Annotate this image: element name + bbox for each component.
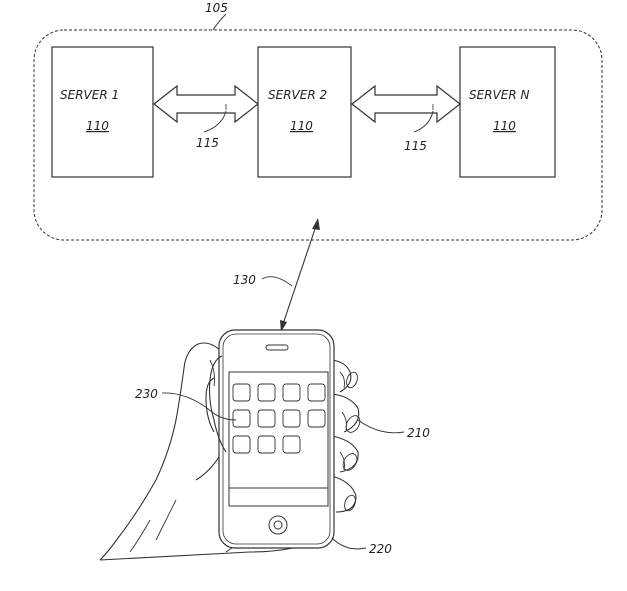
- app-icon: [282, 383, 301, 402]
- app-icon: [232, 435, 251, 454]
- device-earpiece: [265, 344, 289, 351]
- wireless-ref-130: 130: [233, 273, 256, 287]
- hand-illustration: [99, 342, 361, 561]
- link-arrow-1-2: 115: [153, 84, 259, 150]
- app-icon: [232, 383, 251, 402]
- app-icon: [232, 409, 251, 428]
- app-icon: [282, 409, 301, 428]
- app-icon: [257, 435, 276, 454]
- app-icon: [257, 383, 276, 402]
- cluster-ref-105: 105: [205, 1, 228, 15]
- server-2-label: SERVER 2: [268, 88, 327, 102]
- server-1-box: SERVER 1 110: [51, 46, 154, 178]
- device-screen: [228, 371, 329, 507]
- wireless-link-arrow: 130: [233, 218, 320, 332]
- link-ref-115-b: 115: [404, 139, 427, 153]
- server-2-ref: 110: [290, 119, 313, 133]
- icons-ref-230: 230: [135, 387, 158, 401]
- server-n-box: SERVER N 110: [459, 46, 556, 178]
- app-icon-grid: [232, 383, 326, 454]
- app-icon: [257, 409, 276, 428]
- app-icon: [282, 435, 301, 454]
- app-icon: [307, 383, 326, 402]
- server-cluster-boundary: [33, 29, 603, 241]
- server-n-ref: 110: [493, 119, 516, 133]
- link-ref-115-a: 115: [196, 136, 219, 150]
- server-n-label: SERVER N: [469, 88, 529, 102]
- server-1-label: SERVER 1: [60, 88, 119, 102]
- link-arrow-2-n: 115: [351, 84, 461, 153]
- thumb-overlay: [208, 355, 227, 453]
- mobile-device: [218, 329, 335, 549]
- server-1-ref: 110: [86, 119, 109, 133]
- hand-ref-210: 210: [407, 426, 430, 440]
- server-2-box: SERVER 2 110: [257, 46, 352, 178]
- app-icon: [307, 409, 326, 428]
- device-ref-220: 220: [369, 542, 392, 556]
